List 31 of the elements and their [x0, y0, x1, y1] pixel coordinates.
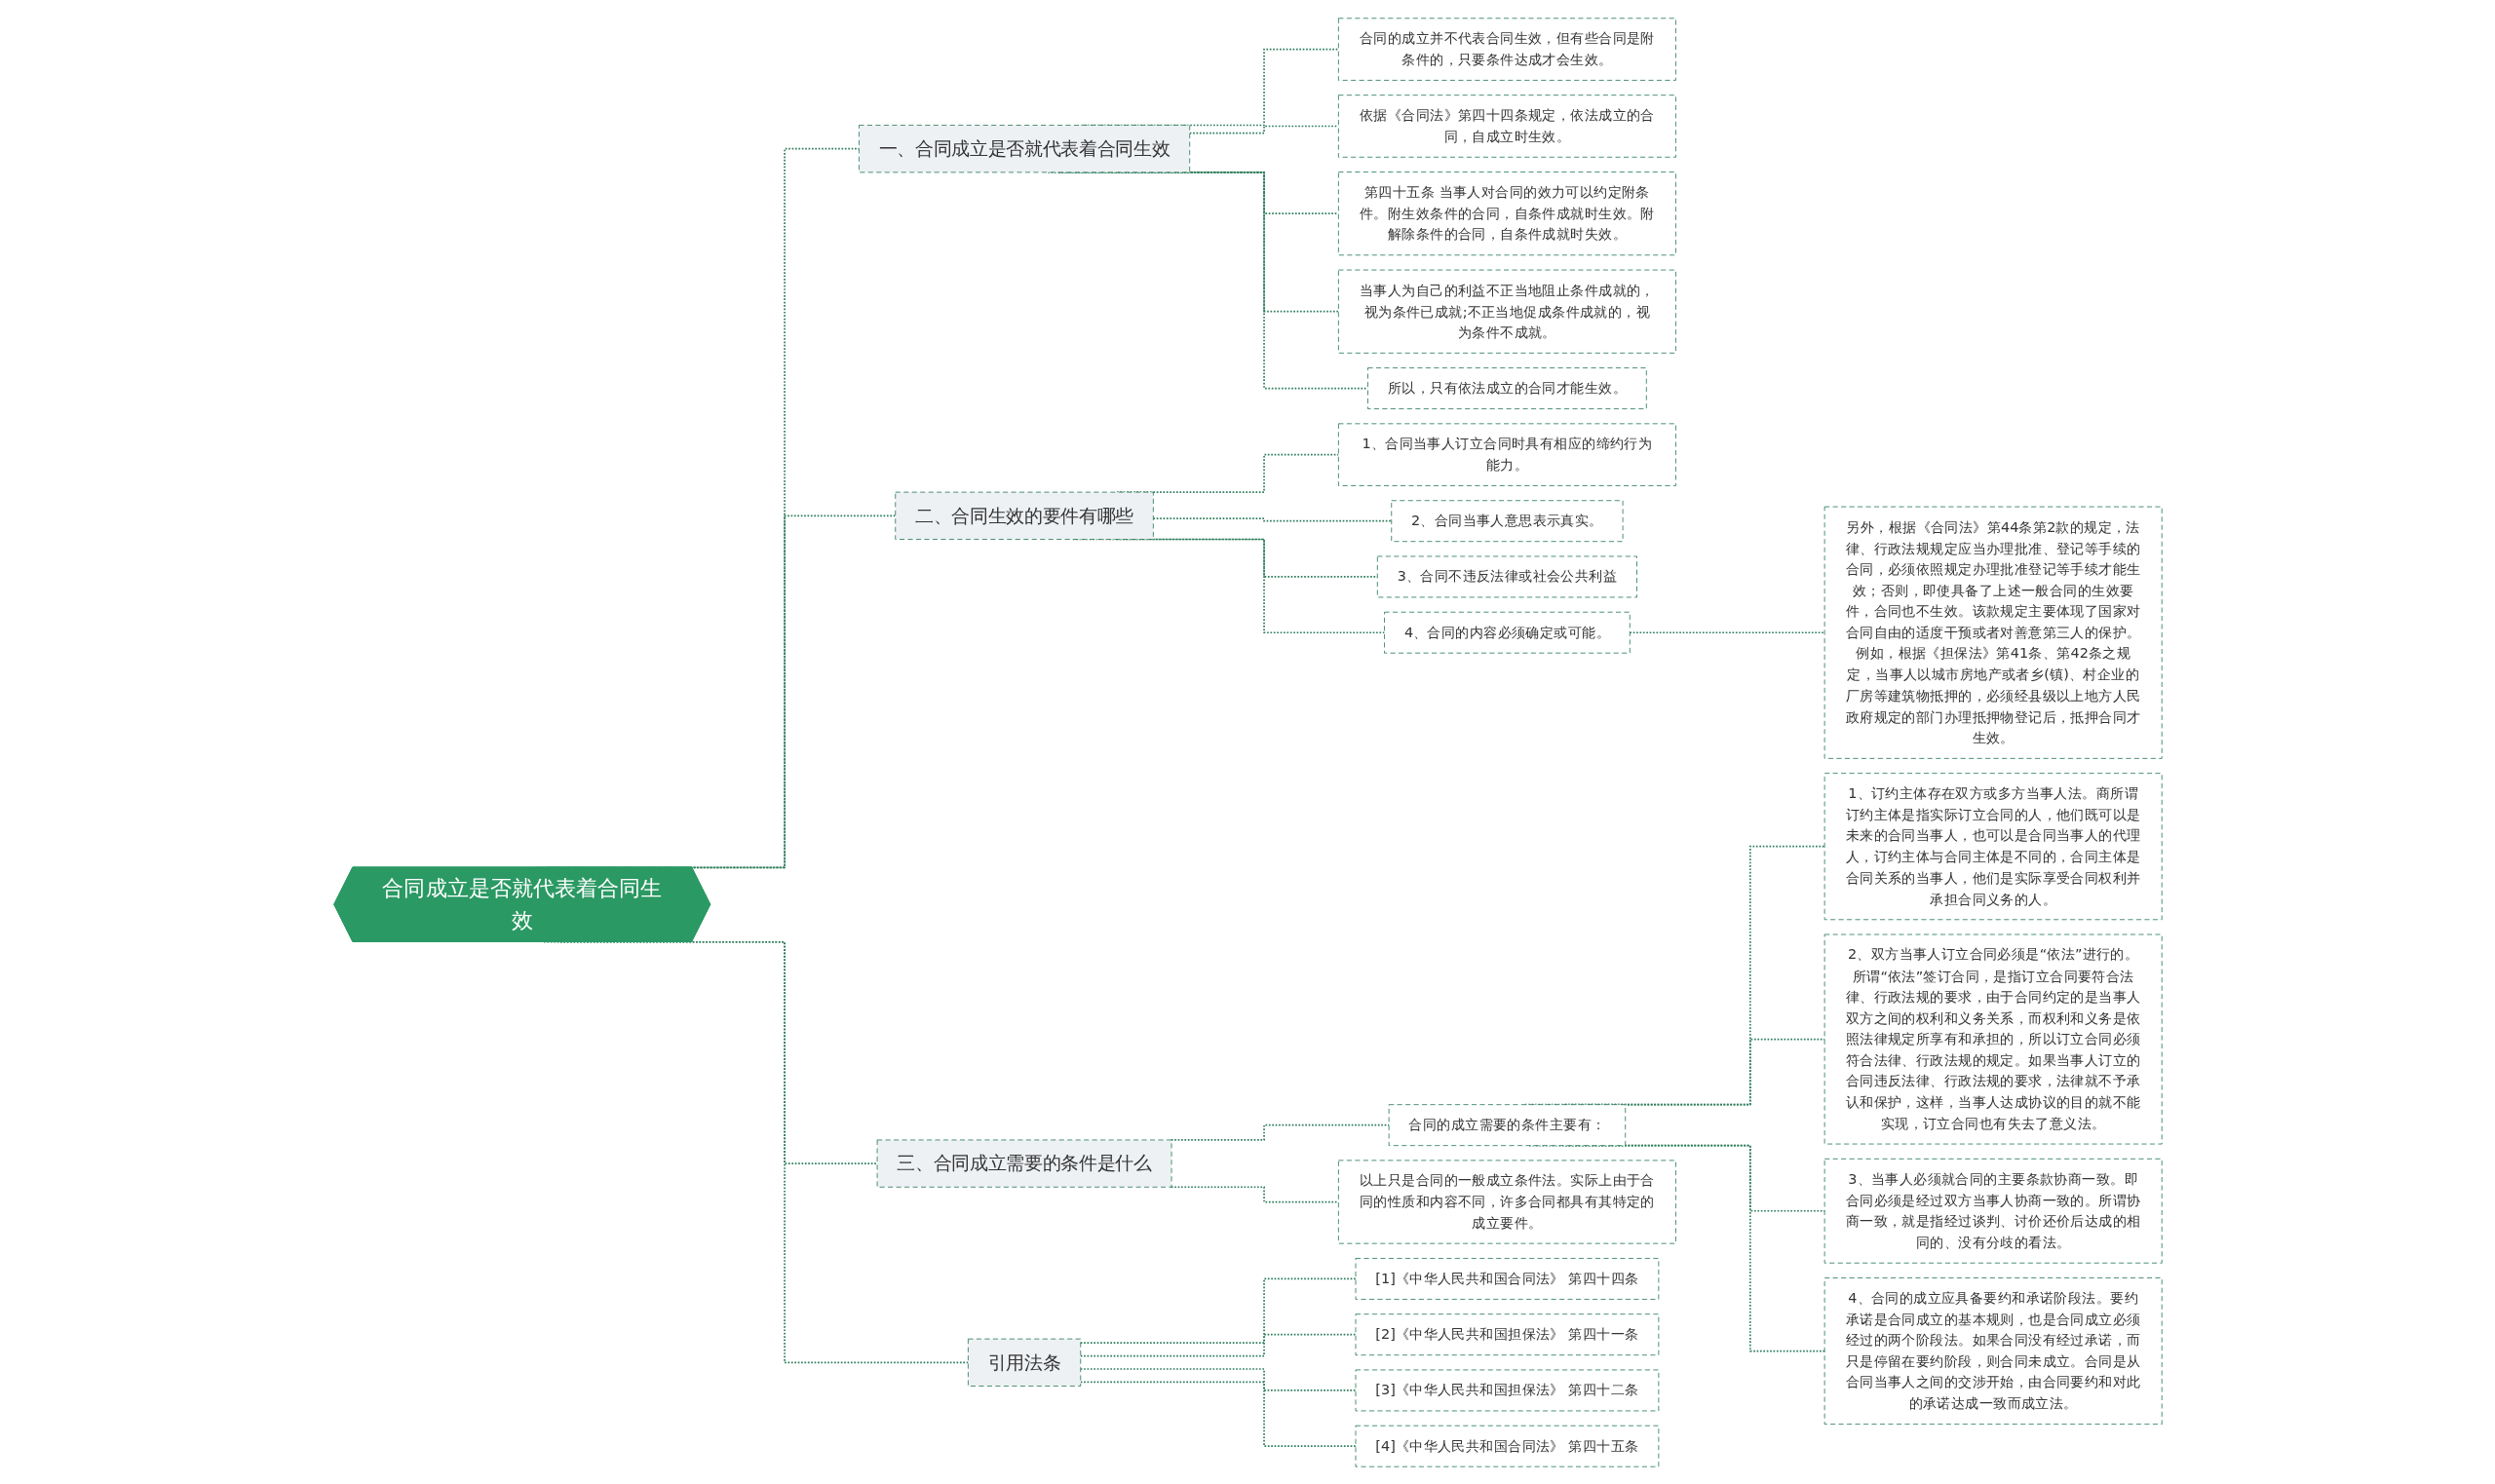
- node-box: 一、合同成立是否就代表着合同生效: [858, 124, 1190, 172]
- connector: [1170, 1185, 1339, 1202]
- node-box: 2、双方当事人订立合同必须是“依法”进行的。所谓“依法”签订合同，是指订立合同要符合法律、行政法规的要求，由于合同约定的是当事人双方之间的权利和义务关系，而权利和义务是依照法律规定所享有和承担的，所以订立合同必须符合法律、行政法规的规定。如果当事人订立的合同违反法律、行政法规的要求，法律就不予承认和保护，这样，当事人达成协议的目的就不能实现，订立合同也有失去了意义法。: [1823, 933, 2163, 1144]
- node-box: [2]《中华人民共和国担保法》 第四十一条: [1355, 1313, 1659, 1355]
- node-box: 第四十五条 当事人对合同的效力可以约定附条件。附生效条件的合同，自条件成就时生效。附解除条件的合同，自条件成就时失效。: [1337, 171, 1676, 255]
- connector: [1079, 1333, 1357, 1356]
- node-box: 合同的成立需要的条件主要有：: [1388, 1103, 1626, 1146]
- node-box: 3、合同不违反法律或社会公共利益: [1376, 555, 1637, 597]
- node-box: 二、合同生效的要件有哪些: [894, 491, 1154, 540]
- node-box: 三、合同成立需要的条件是什么: [876, 1139, 1171, 1188]
- connector: [1188, 125, 1339, 134]
- node-box: 1、订约主体存在双方或多方当事人法。商所谓订约主体是指实际订立合同的人，他们既可以是未来的合同当事人，也可以是合同当事人的代理人，订约主体与合同主体是不同的，合同主体是合同关系的当事人，他们是实际享受合同权利并承担合同义务的人。: [1823, 772, 2163, 920]
- node-box: 3、当事人必须就合同的主要条款协商一致。即合同必须是经过双方当事人协商一致的。所谓协商一致，就是指经过谈判、讨价还价后达成的相同的、没有分歧的看法。: [1823, 1158, 2163, 1264]
- node-box: 另外，根据《合同法》第44条第2款的规定，法律、行政法规规定应当办理批准、登记等手续的合同，必须依照规定办理批准登记等手续才能生效；否则，即使具备了上述一般合同的生效要件，合同也不生效。该款规定主要体现了国家对合同自由的适度干预或者对善意第三人的保护。例如，根据《担保法》第41条、第42条之规定，当事人以城市房地产或者乡(镇)、村企业的厂房等建筑物抵押的，必须经县级以上地方人民政府规定的部门办理抵押物登记后，抵押合同才生效。: [1823, 506, 2163, 759]
- node-box: 以上只是合同的一般成立条件法。实际上由于合同的性质和内容不同，许多合同都具有其特定的成立要件。: [1337, 1160, 1676, 1244]
- node-box: 当事人为自己的利益不正当地阻止条件成就的，视为条件已成就;不正当地促成条件成就的，视为条件不成就。: [1337, 269, 1676, 354]
- node-box: 4、合同的成立应具备要约和承诺阶段法。要约承诺是合同成立的基本规则，也是合同成立必须经过的两个阶段法。如果合同没有经过承诺，而只是停留在要约阶段，则合同未成立。合同是从合同当事人之间的交涉开始，由合同要约和对此的承诺达成一致而成立法。: [1823, 1276, 2163, 1425]
- node-box: 合同的成立并不代表合同生效，但有些合同是附条件的，只要条件达成才会生效。: [1337, 17, 1676, 81]
- node-box: [1]《中华人民共和国合同法》 第四十四条: [1355, 1257, 1659, 1300]
- connector: [1079, 1367, 1357, 1391]
- node-box: 1、合同当事人订立合同时具有相应的缔约行为能力。: [1337, 422, 1676, 486]
- connector: [1628, 630, 1825, 633]
- node-box: 4、合同的内容必须确定或可能。: [1383, 611, 1631, 654]
- node-box: 引用法条: [967, 1338, 1081, 1387]
- node-box: 依据《合同法》第四十四条规定，依法成立的合同，自成立时生效。: [1337, 94, 1676, 158]
- connector: [1170, 1123, 1390, 1141]
- connector: [1152, 516, 1393, 522]
- node-box: [4]《中华人民共和国合同法》 第四十五条: [1355, 1425, 1659, 1467]
- node-box: [3]《中华人民共和国担保法》 第四十二条: [1355, 1369, 1659, 1411]
- node-box: 2、合同当事人意思表示真实。: [1390, 499, 1623, 542]
- node-box: 所以，只有依法成立的合同才能生效。: [1366, 366, 1647, 409]
